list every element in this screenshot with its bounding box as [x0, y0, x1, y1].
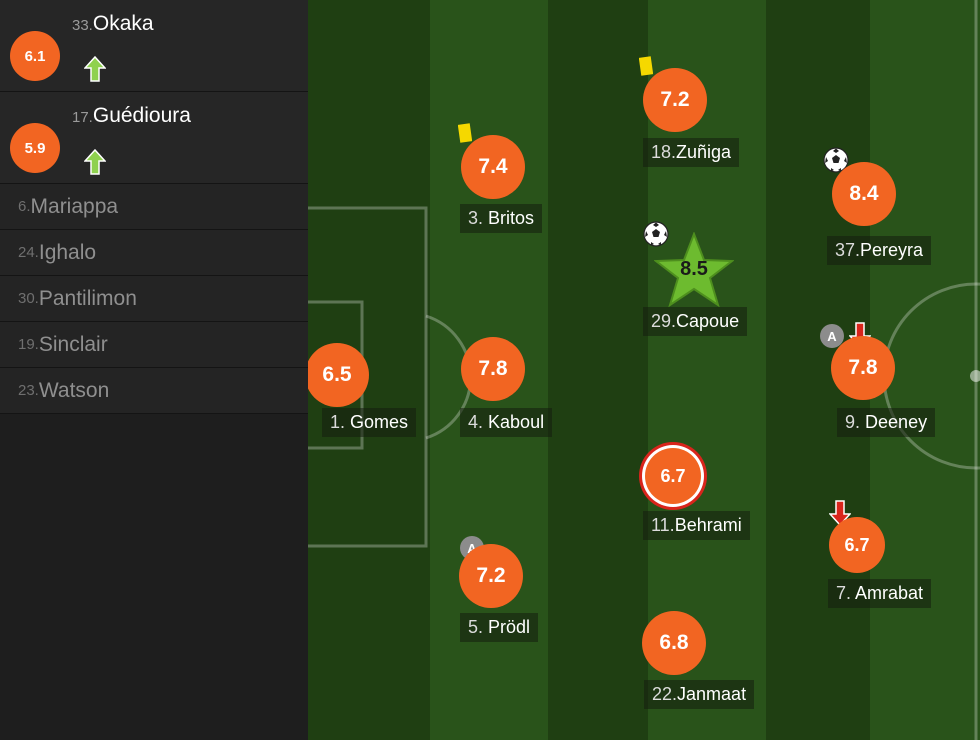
- bench-player-row[interactable]: 24.Ighalo: [0, 230, 308, 276]
- sub-in-arrow-icon: [84, 56, 106, 82]
- rating-badge: 6.8: [642, 611, 706, 675]
- pitch-stripe: [548, 0, 648, 740]
- player-marker[interactable]: 6.8 22.Janmaat: [642, 611, 755, 709]
- rating-badge: 6.7: [829, 517, 885, 573]
- player-marker[interactable]: 7.2 18.Zuñiga: [639, 56, 740, 167]
- player-name: Ighalo: [38, 240, 97, 264]
- yellow-card-icon: [458, 123, 472, 143]
- player-marker[interactable]: 6.7 7. Amrabat: [828, 500, 932, 608]
- bench-player-row[interactable]: 30.Pantilimon: [0, 276, 308, 322]
- player-marker[interactable]: 7.8 4. Kaboul: [460, 337, 553, 437]
- bench-player-row[interactable]: 6.Mariappa: [0, 184, 308, 230]
- bench-player-row[interactable]: 23.Watson: [0, 368, 308, 414]
- player-label: 22.Janmaat: [644, 680, 755, 709]
- rating-badge: 6.7: [645, 448, 701, 504]
- player-label: 18.Zuñiga: [643, 138, 740, 167]
- rating-badge: 7.8: [831, 336, 895, 400]
- player-marker[interactable]: A 7.2 5. Prödl: [459, 536, 539, 642]
- rating-badge: 7.8: [461, 337, 525, 401]
- rating-badge: 7.4: [461, 135, 525, 199]
- player-name: Pantilimon: [38, 286, 137, 310]
- substitute-row[interactable]: 6.1 33.Okaka: [0, 0, 308, 92]
- substitute-row[interactable]: 5.9 17.Guédioura: [0, 92, 308, 184]
- player-number: 30.: [18, 290, 39, 307]
- player-marker[interactable]: A 7.8 9. Deeney: [820, 322, 936, 437]
- player-number: 19.: [18, 336, 39, 353]
- player-marker[interactable]: 6.7 11.Behrami: [643, 448, 750, 540]
- player-label: 4. Kaboul: [460, 408, 553, 437]
- rating-badge: 8.4: [832, 162, 896, 226]
- rating-badge: 7.2: [459, 544, 523, 608]
- football-icon: [643, 221, 669, 247]
- player-marker[interactable]: 7.4 3. Britos: [458, 123, 543, 233]
- player-label: 11.Behrami: [643, 511, 750, 540]
- player-label: 3. Britos: [460, 204, 543, 233]
- player-name: Mariappa: [30, 194, 119, 218]
- sub-in-arrow-icon: [84, 149, 106, 175]
- rating-value: 8.5: [680, 258, 708, 280]
- player-label: 1. Gomes: [322, 408, 417, 437]
- player-marker[interactable]: 6.5 1. Gomes: [308, 343, 417, 437]
- player-number: 6.: [18, 198, 31, 215]
- substitute-name: 33.Okaka: [72, 12, 154, 35]
- player-label: 37.Pereyra: [827, 236, 932, 265]
- yellow-card-icon: [639, 56, 653, 76]
- rating-badge: 6.1: [10, 31, 60, 81]
- substitute-name: 17.Guédioura: [72, 104, 191, 127]
- player-number: 23.: [18, 382, 39, 399]
- rating-badge: 5.9: [10, 123, 60, 173]
- player-label: 9. Deeney: [837, 408, 936, 437]
- rating-badge: 6.5: [308, 343, 369, 407]
- player-label: 7. Amrabat: [828, 579, 932, 608]
- player-marker[interactable]: 8.4 37.Pereyra: [823, 147, 932, 265]
- player-marker[interactable]: 8.5 29.Capoue: [643, 221, 748, 336]
- player-label: 5. Prödl: [460, 613, 539, 642]
- player-name: Sinclair: [38, 332, 108, 356]
- bench-player-row[interactable]: 19.Sinclair: [0, 322, 308, 368]
- player-name: Watson: [38, 378, 110, 402]
- star-icon: [654, 232, 734, 308]
- football-icon: [823, 147, 849, 173]
- pitch: 6.5 1. Gomes 7.4 3. Britos 7.8 4. Kaboul…: [308, 0, 980, 740]
- substitutes-panel: 6.1 33.Okaka 5.9 17.Guédioura 6.Mariappa…: [0, 0, 308, 740]
- player-number: 24.: [18, 244, 39, 261]
- player-label: 29.Capoue: [643, 307, 748, 336]
- rating-badge: 7.2: [643, 68, 707, 132]
